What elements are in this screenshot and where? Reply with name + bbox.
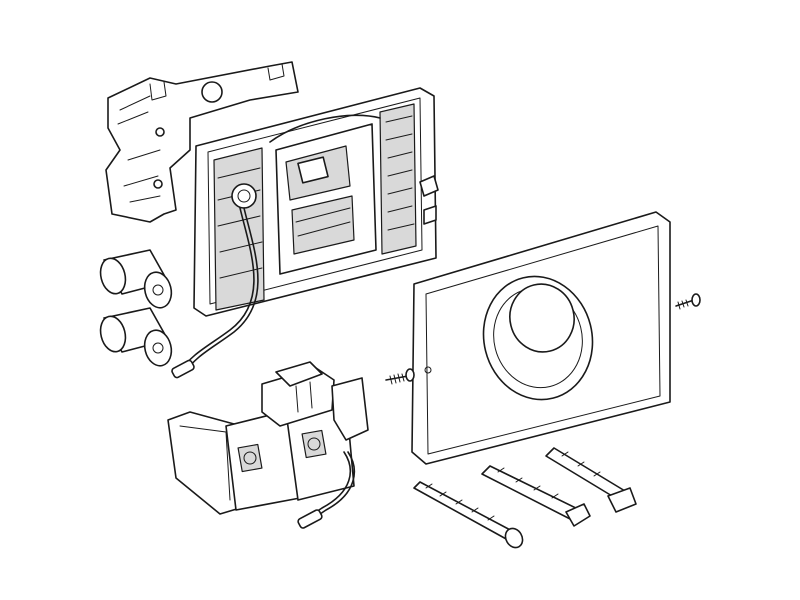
mounting-bracket — [105, 61, 299, 223]
frame-cable — [171, 207, 259, 379]
control-unit-cable — [297, 451, 356, 529]
battery-bottom — [99, 307, 173, 367]
battery-top — [99, 249, 173, 309]
extension-rod-right — [545, 447, 637, 513]
extension-rod-left — [413, 481, 524, 549]
control-unit — [167, 361, 369, 515]
actuator-frame — [193, 87, 439, 317]
screw-left — [385, 368, 415, 385]
cover-plate — [411, 211, 671, 465]
screw-right — [675, 293, 701, 310]
extension-rod-middle — [481, 465, 591, 527]
